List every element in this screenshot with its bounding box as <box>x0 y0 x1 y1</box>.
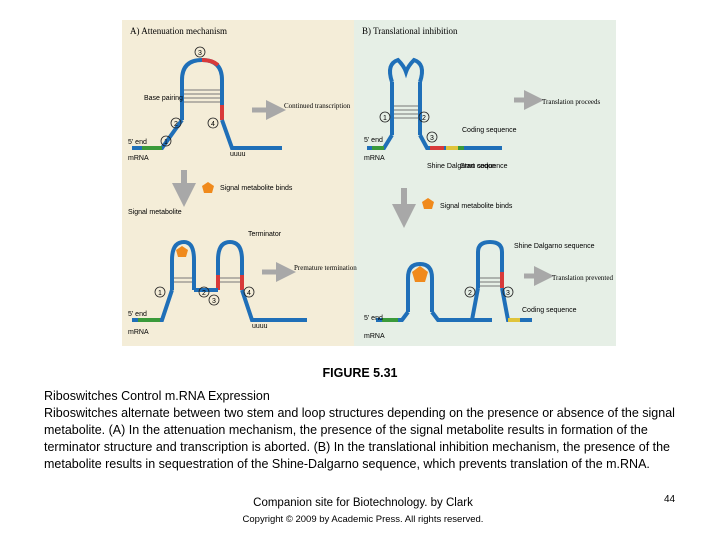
riboswitch-diagram: A) Attenuation mechanism 3 2 4 1 Base pa… <box>128 26 613 340</box>
riboswitch-figure: A) Attenuation mechanism 3 2 4 1 Base pa… <box>122 20 616 346</box>
coding-sequence-label-top: Coding sequence <box>462 127 517 134</box>
panel-b-marker-1-top <box>379 111 391 123</box>
panel-a-marker-3-top <box>194 46 206 58</box>
page-number: 44 <box>664 494 676 505</box>
panel-b-hairpin-top <box>367 57 502 150</box>
panel-b-marker-3-bottom <box>502 286 514 298</box>
panel-b-num-3-bottom: 3 <box>506 290 510 297</box>
panel-a-uuuu-bottom: uuuu <box>252 323 268 330</box>
panel-b-five-end-top: 5' end <box>364 137 383 144</box>
signal-metabolite-label: Signal metabolite <box>128 209 182 216</box>
panel-a-hairpin-bottom <box>132 239 307 322</box>
panel-b-marker-3-top <box>426 131 438 143</box>
panel-a-num-2-bottom: 2 <box>202 290 206 297</box>
caption-title: Riboswitches Control m.RNA Expression <box>44 389 270 403</box>
base-pairing-label: Base pairing <box>144 95 183 102</box>
translation-proceeds-label: Translation proceeds <box>542 98 601 106</box>
panel-a-marker-2-bottom <box>198 286 210 298</box>
panel-a-metabolite <box>202 182 214 193</box>
figure-caption: Riboswitches Control m.RNA Expression Ri… <box>44 388 684 473</box>
panel-a-heading: A) Attenuation mechanism <box>130 26 227 36</box>
panel-a-marker-1-top <box>160 135 172 147</box>
panel-b-num-1-top: 1 <box>383 115 387 122</box>
footer-copyright: Copyright © 2009 by Academic Press. All … <box>242 514 484 525</box>
terminator-label: Terminator <box>248 231 282 238</box>
figure-label: FIGURE 5.31 <box>322 366 398 380</box>
panel-b-hairpin-bottom <box>376 239 532 322</box>
footer-companion-site: Companion site for Biotechnology. by Cla… <box>253 497 473 509</box>
panel-a-five-end-bottom: 5' end <box>128 311 147 318</box>
panel-a-num-1-bottom: 1 <box>158 290 162 297</box>
panel-a-num-3-top: 3 <box>198 50 202 57</box>
panel-a-five-end-top: 5' end <box>128 139 147 146</box>
panel-a-mrna-top: mRNA <box>128 155 149 162</box>
continued-transcription-label: Continued transcription <box>284 102 351 110</box>
premature-termination-label: Premature termination <box>294 264 357 272</box>
panel-b-signal-binds: Signal metabolite binds <box>440 203 513 210</box>
panel-a-marker-1-bottom <box>154 286 166 298</box>
panel-a-hairpin-top <box>132 57 282 150</box>
shine-dalgarno-label-top: Shine Dalgarno sequence <box>427 163 508 170</box>
panel-b-num-2-top: 2 <box>422 115 426 122</box>
panel-a-background <box>122 20 354 346</box>
panel-a-signal-binds: Signal metabolite binds <box>220 185 293 192</box>
panel-b-background <box>354 20 616 346</box>
panel-a-num-4-bottom: 4 <box>247 290 251 297</box>
panel-b-marker-2-top <box>418 111 430 123</box>
panel-b-five-end-bottom: 5' end <box>364 315 383 322</box>
panel-a-marker-4-top <box>207 117 219 129</box>
shine-dalgarno-label-bottom: Shine Dalgarno sequence <box>514 243 595 250</box>
panel-a-num-4-top: 4 <box>211 121 215 128</box>
panel-b-num-2-bottom: 2 <box>468 290 472 297</box>
panel-b-metabolite-bound <box>412 266 428 282</box>
panel-a-uuuu-top: uuuu <box>230 151 246 158</box>
panel-b-marker-2-bottom <box>464 286 476 298</box>
panel-b-num-3-top: 3 <box>430 135 434 142</box>
panel-a-mrna-bottom: mRNA <box>128 329 149 336</box>
start-codon-label: Start codon <box>460 163 496 170</box>
panel-a-marker-3-bottom <box>208 294 220 306</box>
panel-a-num-2-top: 2 <box>174 121 178 128</box>
panel-b-metabolite <box>422 198 434 209</box>
panel-a-num-1-top: 1 <box>164 139 168 146</box>
translation-prevented-label: Translation prevented <box>552 274 613 282</box>
panel-a-marker-4-bottom <box>243 286 255 298</box>
panel-a-marker-2-top <box>170 117 182 129</box>
coding-sequence-label-bottom: Coding sequence <box>522 307 577 314</box>
caption-body: Riboswitches alternate between two stem … <box>44 406 675 471</box>
panel-a-num-3-bottom: 3 <box>212 298 216 305</box>
panel-a-metabolite-bound <box>176 246 188 257</box>
panel-b-heading: B) Translational inhibition <box>362 26 458 36</box>
panel-b-mrna-top: mRNA <box>364 155 385 162</box>
panel-b-mrna-bottom: mRNA <box>364 333 385 340</box>
